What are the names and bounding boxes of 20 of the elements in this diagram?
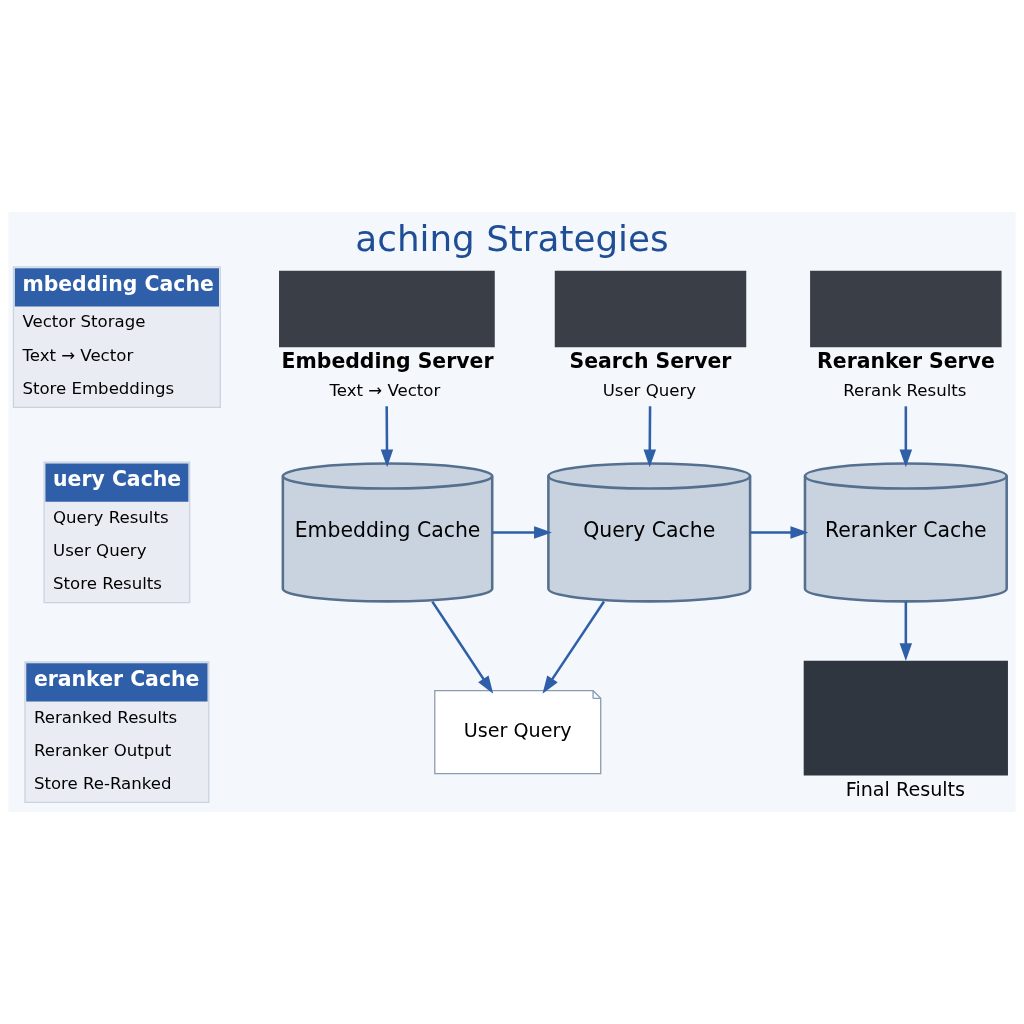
node-box	[279, 270, 495, 348]
arrow	[899, 601, 913, 662]
diagram-title: aching Strategies	[355, 217, 669, 259]
arrow	[750, 526, 809, 539]
node-label: Embedding Server	[281, 348, 494, 373]
node-label: Rerank Results	[843, 381, 967, 401]
node-box	[810, 270, 1002, 348]
node-label: Text → Vector	[329, 381, 441, 401]
arrow	[380, 406, 394, 468]
node-box	[554, 270, 747, 348]
arrow	[492, 526, 552, 539]
node-label: Final Results	[845, 778, 966, 802]
arrow	[899, 406, 913, 468]
arrow	[643, 406, 657, 468]
node-label: Reranker Serve	[817, 348, 995, 373]
node-box	[803, 660, 1008, 776]
node-label: Search Server	[569, 348, 732, 373]
arrow	[431, 600, 494, 694]
node-label: User Query	[602, 381, 697, 401]
arrow	[542, 600, 606, 694]
